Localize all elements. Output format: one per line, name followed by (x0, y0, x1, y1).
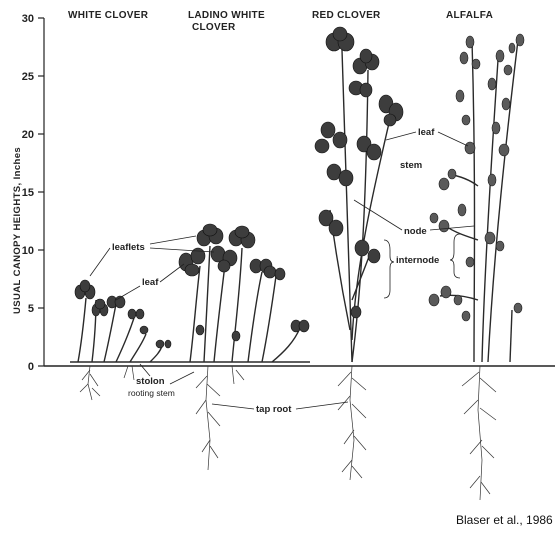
axis-tick-label: 30 (22, 13, 34, 25)
title-ladino-line2: CLOVER (192, 22, 236, 33)
axis-tick-label: 5 (28, 303, 34, 315)
pointer-leaf-right-left (386, 132, 416, 140)
label-stem: stem (400, 160, 422, 171)
axis-tick-label: 0 (28, 361, 34, 373)
axis-tick-label: 20 (22, 129, 34, 141)
label-leaf-left: leaf (142, 277, 159, 288)
axis-tick-label: 10 (22, 245, 34, 257)
label-stolon: stolon (136, 376, 165, 387)
pointer-node-left (354, 200, 402, 230)
label-tap-root: tap root (256, 404, 292, 415)
title-ladino-line1: LADINO WHITE (188, 10, 265, 21)
label-leaf-right: leaf (418, 127, 435, 138)
pointer-leaflets-right (150, 236, 196, 244)
pointer-tap-root-left (212, 404, 254, 409)
ladino-white-clover-plant (179, 224, 310, 470)
label-internode: internode (396, 255, 439, 266)
height-axis: 0 5 10 15 20 25 30 USUAL CANOPY HEIGHTS, Inche… (12, 13, 44, 373)
bracket-internode-right (450, 234, 460, 278)
pointer-leaflets-left (90, 248, 110, 276)
bracket-internode-left (384, 240, 394, 298)
title-alfalfa: ALFALFA (446, 10, 493, 21)
credit-text: Blaser et al., 1986 (456, 513, 553, 527)
title-red-clover: RED CLOVER (312, 10, 381, 21)
pointer-leaf-right-right (438, 132, 468, 146)
title-white-clover: WHITE CLOVER (68, 10, 149, 21)
pointer-leaflets-right2 (150, 248, 214, 252)
label-node: node (404, 226, 427, 237)
alfalfa-plant (429, 34, 524, 500)
axis-tick-label: 15 (22, 187, 34, 199)
pointer-stolon2 (170, 372, 194, 384)
label-rooting-stem: rooting stem (128, 388, 175, 398)
label-leaflets: leaflets (112, 242, 145, 253)
pointer-leaf-left (116, 286, 140, 300)
axis-tick-label: 25 (22, 71, 34, 83)
axis-title: USUAL CANOPY HEIGHTS, Inches (12, 147, 23, 314)
pointer-leaf-left2 (160, 264, 184, 282)
